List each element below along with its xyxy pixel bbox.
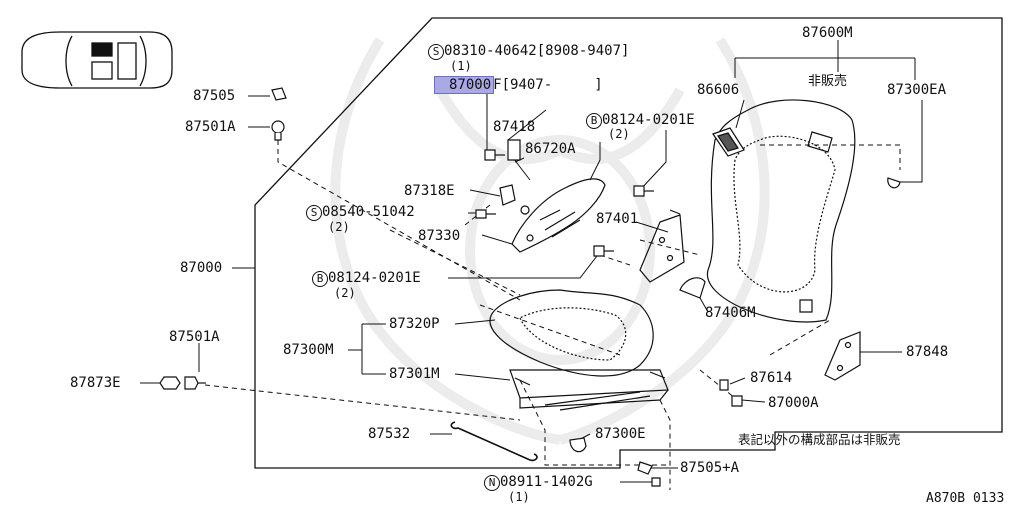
car-location-icon (21, 31, 173, 89)
seat-cushion (489, 289, 669, 411)
label-87000: 87000 (180, 260, 223, 276)
wire-87532 (450, 421, 538, 462)
bolt-08124-lower-number: 08124-0201E (328, 270, 421, 286)
not-sold-note: 表記以外の構成部品は非販売 (738, 432, 901, 447)
label-87848: 87848 (906, 344, 949, 360)
label-87000a: 87000A (768, 395, 819, 411)
nut-08911-number: 08911-1402G (500, 474, 593, 490)
label-87600m: 87600M (802, 25, 853, 41)
label-87300m: 87300M (283, 342, 334, 358)
figure-code: A870B 0133 (926, 491, 1005, 506)
label-87505a: 87505+A (680, 460, 740, 476)
screw-s-badge: S (428, 44, 444, 60)
seat-back (707, 99, 856, 323)
watermark-emblem (330, 37, 770, 445)
highlighted-part-number[interactable]: 87000 (433, 76, 495, 94)
label-87300ea: 87300EA (887, 82, 947, 98)
recliner-panel (511, 178, 606, 253)
not-sold-label: 非販売 (808, 74, 848, 89)
label-86606: 86606 (697, 82, 740, 98)
bracket-87848 (824, 331, 861, 381)
label-87873e: 87873E (70, 375, 121, 391)
label-87330: 87330 (418, 228, 461, 244)
screw-08540-number: 08540-51042 (322, 204, 415, 220)
label-87501a-bottom: 87501A (169, 329, 220, 345)
bolt-b-badge: B (586, 113, 602, 129)
headrest-insert-part (712, 127, 745, 157)
label-87300e: 87300E (595, 426, 646, 442)
label-87406m: 87406M (705, 305, 756, 321)
bracket-87401 (639, 209, 685, 283)
label-87614: 87614 (750, 370, 793, 386)
dashed-leaders (204, 140, 901, 490)
bolt-08124-upper-number: 08124-0201E (602, 112, 695, 128)
screw-s-badge: S (306, 205, 322, 221)
label-86720a: 86720A (525, 141, 576, 157)
cap-87406m (679, 277, 706, 299)
nut-08911-qty: (1) (508, 490, 530, 504)
label-87418: 87418 (493, 119, 536, 135)
screw-08310-qty: (1) (450, 59, 472, 73)
nut-n-badge: N (484, 475, 500, 491)
label-87532: 87532 (368, 426, 411, 442)
highlighted-part-suffix: F (493, 77, 502, 93)
screw-08310-range: [8908-9407] (536, 43, 630, 59)
screw-08310-number: 08310-40642 (444, 43, 537, 59)
label-87320p: 87320P (389, 316, 440, 332)
fasteners (159, 87, 901, 487)
label-87401: 87401 (596, 211, 639, 227)
bolt-08124-upper-qty: (2) (608, 127, 630, 141)
label-87301m: 87301M (389, 366, 440, 382)
bolt-b-badge: B (312, 271, 328, 287)
highlighted-part-range: [9407- ] (501, 77, 603, 93)
screw-08540-qty: (2) (328, 220, 350, 234)
label-87318e: 87318E (404, 183, 455, 199)
bolt-08124-lower-qty: (2) (334, 286, 356, 300)
solid-leaders (140, 40, 923, 483)
label-87505: 87505 (193, 88, 236, 104)
label-87501a-top: 87501A (185, 119, 236, 135)
assembly-frame (254, 17, 1003, 469)
